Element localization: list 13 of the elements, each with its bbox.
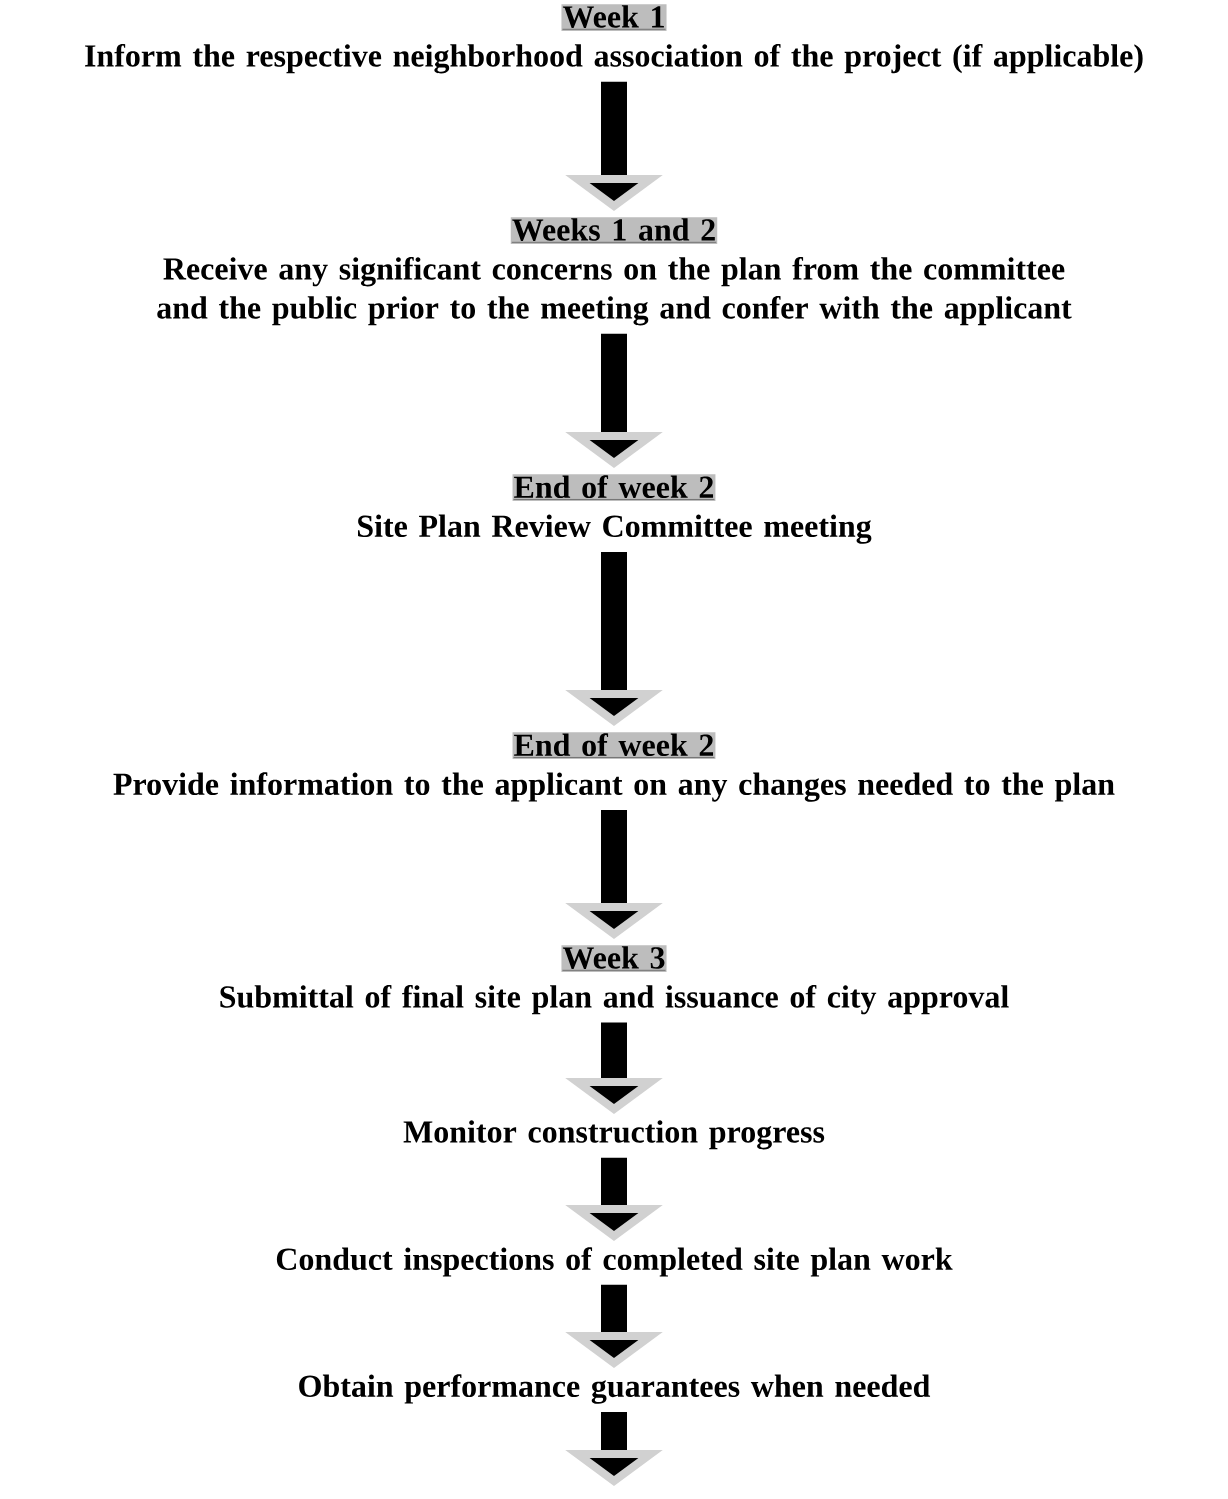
week-label: Weeks 1 and 2 (510, 217, 718, 244)
step-text: Receive any significant concerns on the plan from the committee and the public prior to the meeting and confer with the applicant (157, 256, 1072, 326)
step-text: Conduct inspections of completed site plan work (276, 1247, 953, 1277)
step-text: Site Plan Review Committee meeting (358, 514, 872, 544)
step-text: Provide information to the applicant on any changes needed to the plan (113, 772, 1115, 802)
step-text: Obtain performance guarantees when needed (299, 1374, 931, 1404)
step-text: Inform the respective neighborhood association of the project (if applicable) (85, 43, 1143, 74)
step-text: Monitor construction progress (403, 1120, 825, 1150)
week-label: Week 1 (561, 4, 667, 31)
step-text: Submittal of final site plan and issuance of city approval (220, 984, 1009, 1015)
week-label: End of week 2 (512, 474, 716, 502)
week-label: End of week 2 (512, 732, 716, 760)
week-label: Week 3 (561, 945, 667, 972)
